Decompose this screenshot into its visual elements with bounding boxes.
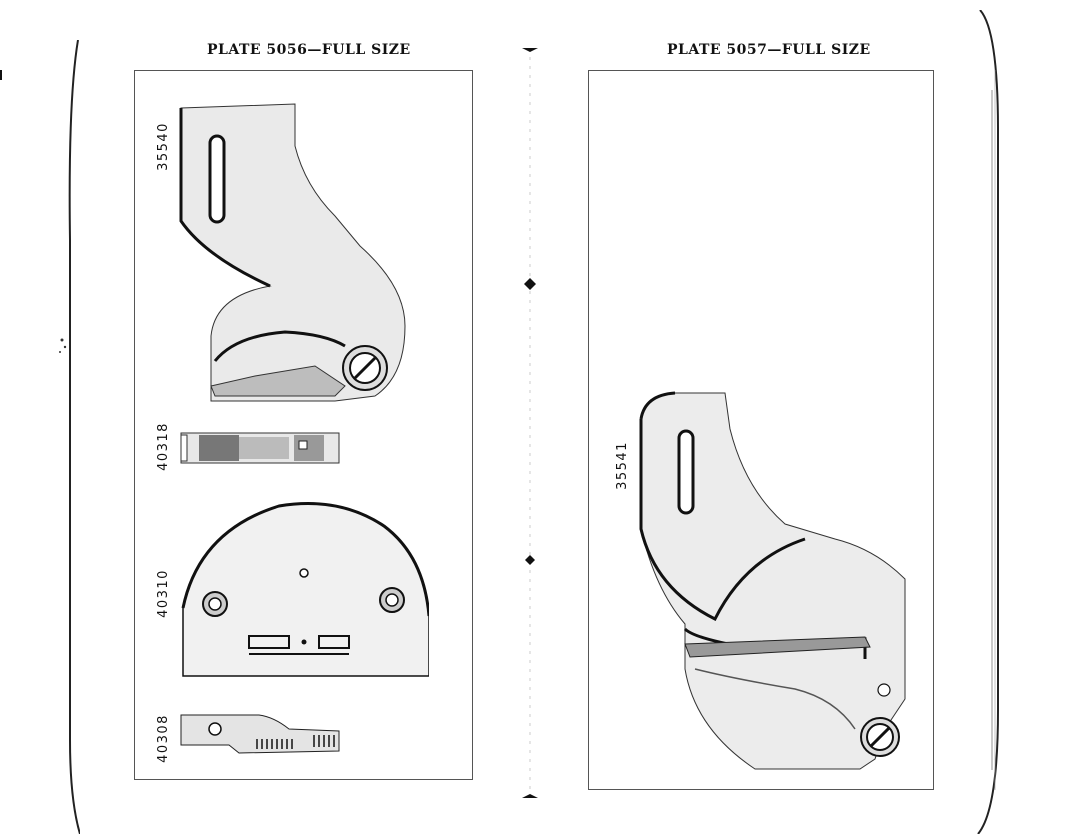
part-number-40308: 40308 — [155, 714, 171, 763]
right-plate-frame: 35541 — [588, 70, 934, 790]
presser-foot-icon — [639, 391, 906, 770]
presser-foot-icon — [179, 103, 406, 402]
page-edge-left — [0, 40, 80, 834]
left-plate-title: PLATE 5056—FULL SIZE — [207, 42, 411, 58]
page-edge-right — [977, 10, 999, 834]
throat-plate-icon — [181, 502, 429, 677]
part-number-35540: 35540 — [155, 122, 171, 171]
needle-bar-part-icon — [180, 432, 340, 464]
part-number-40318: 40318 — [155, 422, 171, 471]
feed-dog-icon — [180, 714, 340, 754]
left-plate-frame: 35540 40318 40310 40308 — [134, 70, 473, 780]
part-number-35541: 35541 — [614, 441, 630, 490]
part-number-40310: 40310 — [155, 569, 171, 618]
right-plate-title: PLATE 5057—FULL SIZE — [667, 42, 871, 58]
center-gutter — [522, 48, 538, 800]
